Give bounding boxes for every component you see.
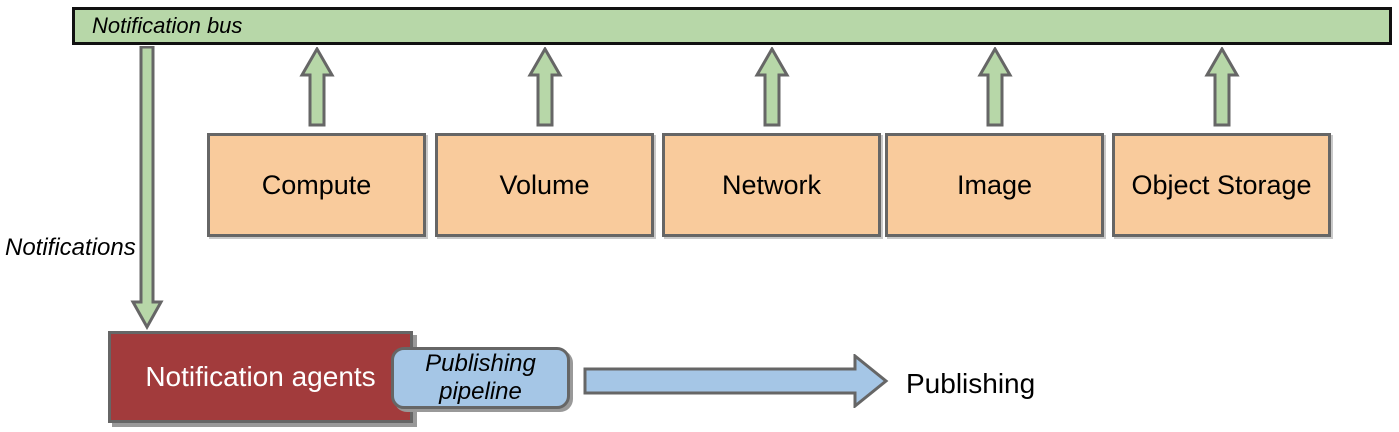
notifications-down-arrow-icon [130, 46, 164, 330]
publishing-pipeline-box: Publishing pipeline [391, 347, 570, 409]
object-storage-up-arrow-icon [1204, 47, 1240, 127]
notifications-flow-label: Notifications [5, 234, 136, 261]
publishing-flow-label: Publishing [906, 368, 1036, 399]
network-up-arrow-icon [754, 47, 790, 127]
notification-bus-bar: Notification bus [72, 7, 1392, 45]
service-box-volume: Volume [435, 133, 654, 237]
service-box-network: Network [662, 133, 881, 237]
compute-up-arrow-icon [299, 47, 335, 127]
notification-bus-label: Notification bus [92, 13, 243, 38]
service-box-image: Image [885, 133, 1104, 237]
volume-up-arrow-icon [527, 47, 563, 127]
image-up-arrow-icon [977, 47, 1013, 127]
service-box-compute: Compute [207, 133, 426, 237]
notification-agents-box: Notification agents [108, 331, 413, 423]
service-box-object-storage: Object Storage [1112, 133, 1331, 237]
publishing-right-arrow-icon [583, 354, 889, 408]
